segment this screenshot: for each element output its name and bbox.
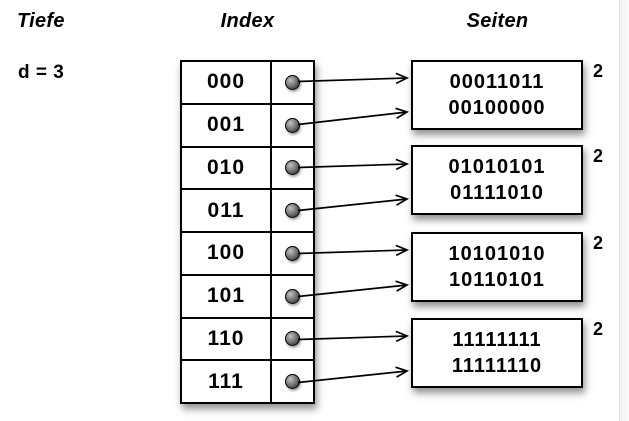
index-row-011: 011 xyxy=(182,190,313,233)
index-row-000: 000 xyxy=(182,62,313,105)
page-entry: 11111110 xyxy=(451,355,543,377)
pointer-dot-icon xyxy=(285,74,300,90)
pointer-dot-icon xyxy=(285,374,300,390)
index-row-100: 100 xyxy=(182,233,313,276)
page-entry: 00011011 xyxy=(449,71,545,93)
index-label: 111 xyxy=(182,361,272,402)
index-row-110: 110 xyxy=(182,318,313,362)
index-label: 011 xyxy=(182,190,272,231)
pointer-cell xyxy=(272,105,313,146)
index-label: 000 xyxy=(182,62,272,103)
page-box-2: 01010101 01111010 xyxy=(411,145,583,215)
pointer-cell xyxy=(272,190,313,231)
index-row-010: 010 xyxy=(182,147,313,191)
pointer-cell xyxy=(272,148,313,189)
page-box-4: 11111111 11111110 xyxy=(411,318,583,388)
index-label: 101 xyxy=(182,275,272,317)
pointer-cell xyxy=(272,361,313,402)
index-label: 110 xyxy=(182,318,272,360)
pages-column-header: Seiten xyxy=(466,10,529,32)
pointer-dot-icon xyxy=(285,331,300,347)
index-row-001: 001 xyxy=(182,104,313,148)
pointer-cell xyxy=(272,319,313,360)
page-entry: 10110101 xyxy=(449,269,545,291)
depth-column-header: Tiefe xyxy=(17,10,65,32)
pointer-cell xyxy=(272,276,313,317)
index-label: 100 xyxy=(182,233,272,274)
local-depth-4: 2 xyxy=(593,319,604,339)
global-depth-value: d = 3 xyxy=(18,62,65,83)
index-row-111: 111 xyxy=(182,361,313,402)
index-row-101: 101 xyxy=(182,275,313,319)
local-depth-3: 2 xyxy=(593,233,604,253)
pointer-cell xyxy=(272,62,313,103)
page-entry: 01111010 xyxy=(450,182,544,204)
index-label: 001 xyxy=(182,104,272,146)
pointer-dot-icon xyxy=(285,245,300,261)
pointer-dot-icon xyxy=(285,160,300,176)
local-depth-2: 2 xyxy=(593,146,604,166)
index-table: 000 001 010 011 100 101 110 111 xyxy=(180,60,315,404)
slide-edge-shading xyxy=(619,0,629,421)
page-entry: 00100000 xyxy=(448,97,546,119)
local-depth-1: 2 xyxy=(593,61,604,81)
page-box-3: 10101010 10110101 xyxy=(411,232,583,302)
pointer-dot-icon xyxy=(285,117,300,133)
page-entry: 01010101 xyxy=(448,156,546,178)
pointer-dot-icon xyxy=(285,203,300,219)
pointer-dot-icon xyxy=(285,288,300,304)
page-box-1: 00011011 00100000 xyxy=(411,60,583,130)
index-label: 010 xyxy=(182,147,272,189)
page-entry: 11111111 xyxy=(452,329,542,351)
page-entry: 10101010 xyxy=(448,243,546,265)
index-column-header: Index xyxy=(220,10,275,32)
pointer-cell xyxy=(272,233,313,274)
